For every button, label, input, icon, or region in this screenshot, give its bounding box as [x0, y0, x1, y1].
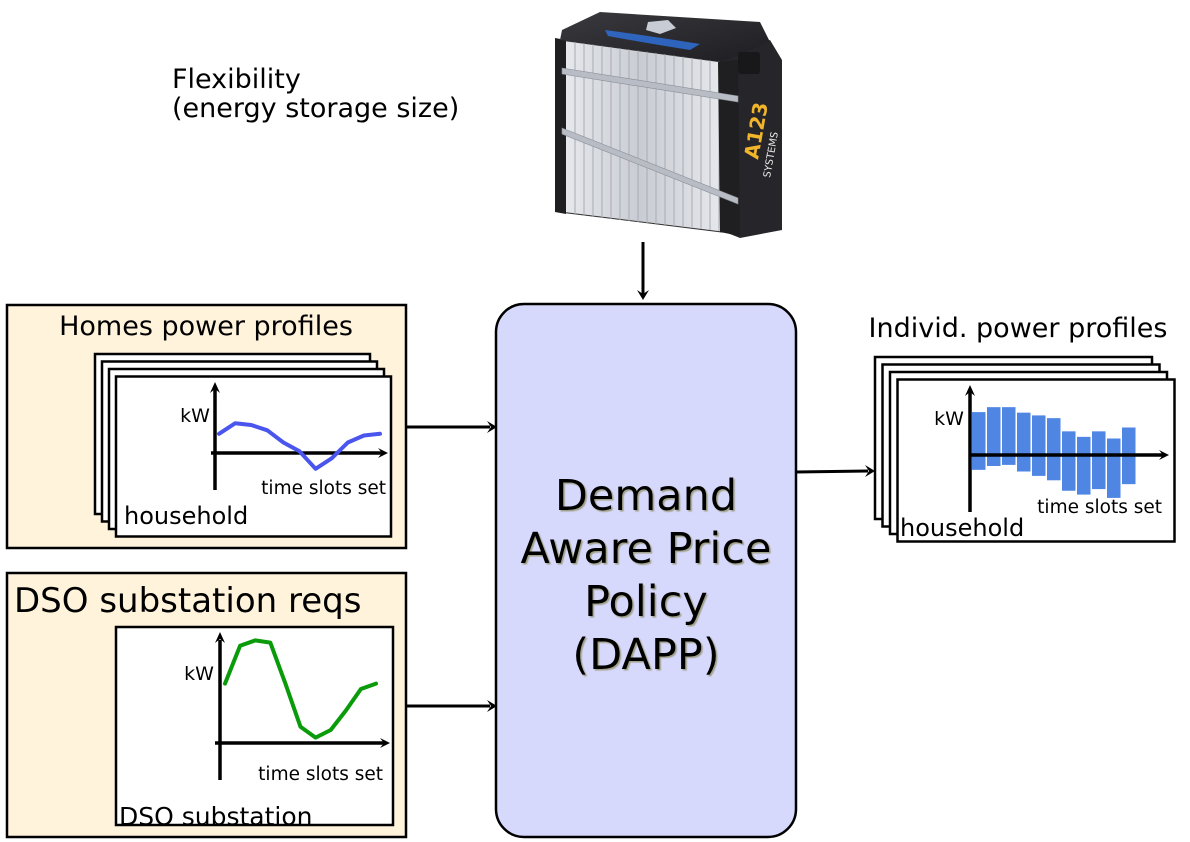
- homes-x-arrowhead: [378, 448, 388, 458]
- dapp-box: Demand Aware Price Policy (DAPP): [494, 302, 798, 839]
- homes-card-stack: [93, 352, 393, 538]
- homes-profile-line: [217, 421, 382, 471]
- output-x-arrowhead: [1159, 450, 1169, 460]
- dapp-title-line4: (DAPP): [572, 630, 719, 680]
- output-bar: [1002, 407, 1016, 465]
- flexibility-line2: (energy storage size): [172, 93, 459, 124]
- battery-top: [560, 12, 770, 62]
- dso-y-label: kW: [184, 663, 214, 685]
- dso-panel-title: DSO substation reqs: [14, 581, 361, 621]
- battery-handle: [738, 52, 760, 74]
- dso-profile-line: [223, 638, 378, 740]
- output-card-label: household: [900, 514, 1024, 542]
- battery-left-rail: [555, 38, 566, 214]
- dso-card-label: DSO substation: [119, 802, 313, 831]
- output-bar: [1107, 438, 1121, 498]
- flexibility-line1: Flexibility: [172, 64, 301, 95]
- dapp-title: Demand Aware Price Policy (DAPP): [521, 471, 772, 680]
- output-bar: [1077, 436, 1091, 495]
- battery-strap-top: [561, 67, 739, 103]
- output-bar: [987, 407, 1001, 466]
- output-bar: [1017, 412, 1031, 472]
- output-bar: [1092, 431, 1106, 490]
- output-y-label: kW: [934, 408, 964, 430]
- output-panel-title: Individ. power profiles: [869, 313, 1168, 344]
- output-bar: [972, 412, 986, 470]
- arrow-battery-to-dapp: [637, 242, 649, 300]
- output-bar: [1047, 418, 1061, 481]
- dso-substation-panel: DSO substation reqs kW time slots set DS…: [5, 571, 408, 839]
- battery-cell-dividers: [574, 41, 720, 231]
- battery-top-badge: [646, 20, 676, 34]
- output-x-label: time slots set: [1037, 497, 1162, 518]
- output-y-arrowhead: [965, 385, 975, 396]
- homes-power-profiles-panel: Homes power profiles kW time slots set h…: [5, 303, 408, 550]
- battery-top-accent: [605, 30, 700, 50]
- dso-x-label: time slots set: [258, 764, 383, 785]
- dso-card: [114, 625, 395, 827]
- individual-power-profiles-panel: Individ. power profiles kW time slots se…: [869, 313, 1176, 543]
- dso-chart: kW time slots set DSO substation: [119, 632, 390, 831]
- homes-y-label: kW: [180, 405, 210, 427]
- dapp-title-line3: Policy: [584, 577, 708, 627]
- arrow-homes-to-dapp: [405, 421, 497, 433]
- battery-image: A123 SYSTEMS: [555, 12, 782, 238]
- homes-card-4: [114, 375, 393, 538]
- dapp-title-line1: Demand: [555, 471, 737, 521]
- battery-strap-bottom: [561, 127, 739, 205]
- output-bar: [1062, 431, 1076, 491]
- dapp-title-line2: Aware Price: [521, 524, 772, 574]
- homes-card-label: household: [124, 502, 248, 530]
- homes-x-label: time slots set: [261, 478, 386, 499]
- homes-panel-title: Homes power profiles: [59, 311, 353, 342]
- homes-y-arrowhead: [210, 382, 220, 393]
- dso-y-arrowhead: [215, 632, 225, 643]
- arrow-dapp-to-output: [795, 465, 875, 477]
- dso-x-arrowhead: [380, 738, 390, 748]
- output-bar: [1032, 415, 1046, 476]
- homes-chart: kW time slots set household: [124, 382, 388, 530]
- battery-right-rail: [718, 60, 740, 236]
- arrow-dso-to-dapp: [405, 700, 497, 712]
- flexibility-label: Flexibility (energy storage size): [172, 64, 459, 124]
- output-chart: kW time slots set household: [900, 385, 1169, 542]
- dapp-box-background: [494, 302, 798, 839]
